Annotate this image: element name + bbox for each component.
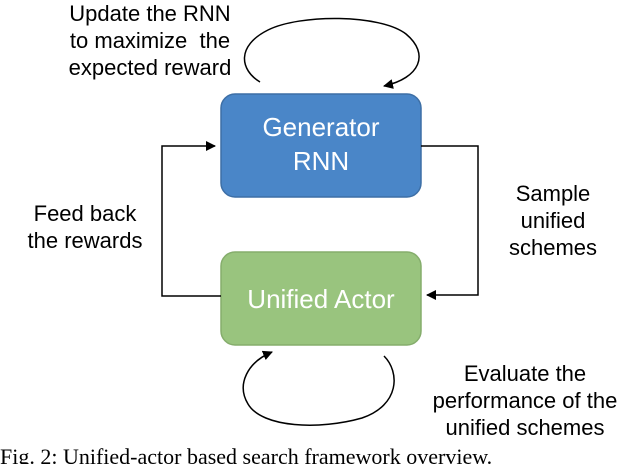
top-loop-arrow (243, 17, 420, 89)
feedback-arrow (161, 141, 221, 297)
figure-caption: Fig. 2: Unified-actor based search frame… (0, 444, 493, 464)
feedback-label: Feed back the rewards (27, 201, 143, 253)
top-loop-label: Update the RNN to maximize the expected … (68, 1, 232, 80)
unified-actor-box (220, 251, 422, 346)
sample-label: Sample unified schemes (508, 181, 598, 260)
unified-actor-label: Unified Actor (247, 284, 395, 314)
sample-arrow (421, 145, 479, 300)
bottom-loop-arrow (242, 350, 395, 426)
bottom-loop-label: Evaluate the performance of the unified … (432, 361, 618, 440)
generator-rnn-label: Generator RNN (262, 112, 380, 176)
